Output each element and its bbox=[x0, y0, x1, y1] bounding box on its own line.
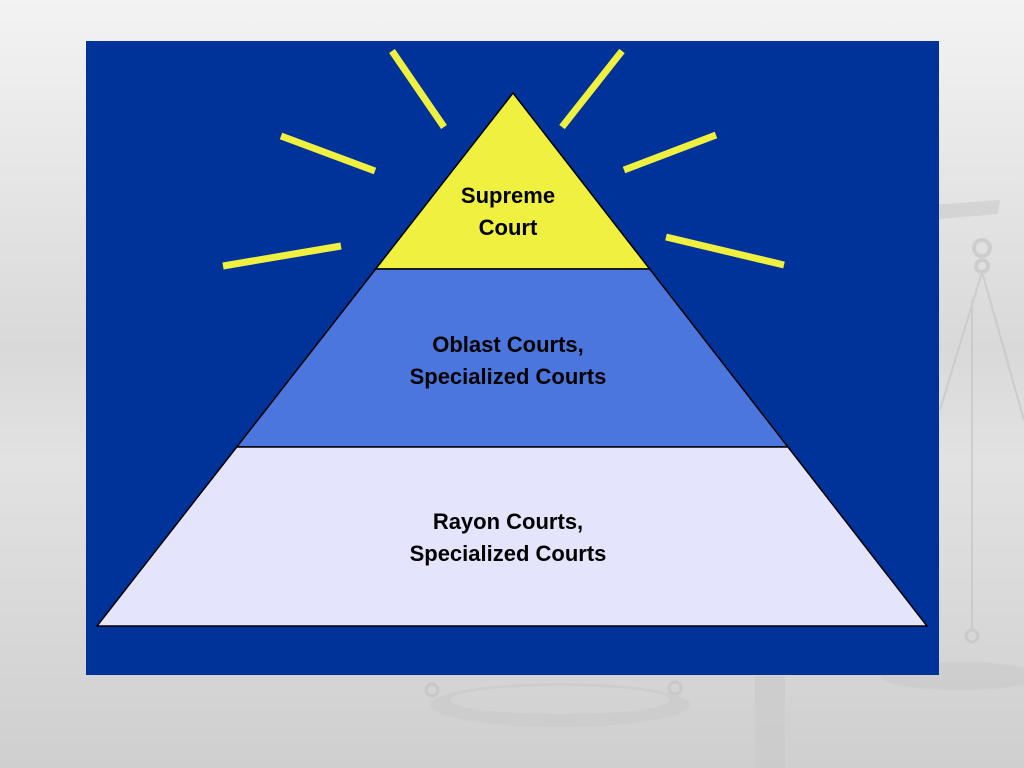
tier-label-oblast-courts: Oblast Courts, Specialized Courts bbox=[409, 332, 607, 389]
light-ray-6 bbox=[665, 233, 785, 269]
scale-hook bbox=[972, 238, 992, 258]
tier-rayon-courts bbox=[95, 446, 929, 627]
scale-pillar bbox=[755, 676, 785, 768]
tier-label-supreme-court: Supreme Court bbox=[460, 183, 556, 240]
light-ray-5 bbox=[222, 242, 342, 270]
scale-hook-lower bbox=[974, 258, 990, 274]
light-ray-1 bbox=[389, 49, 447, 129]
light-ray-2 bbox=[559, 48, 625, 130]
light-ray-3 bbox=[279, 132, 377, 175]
tier-label-rayon-courts: Rayon Courts, Specialized Courts bbox=[409, 509, 607, 566]
court-pyramid-diagram bbox=[95, 48, 929, 627]
slide-panel: Supreme Court Oblast Courts, Specialized… bbox=[86, 41, 939, 675]
light-ray-4 bbox=[622, 131, 718, 174]
scale-beam bbox=[930, 200, 1000, 220]
